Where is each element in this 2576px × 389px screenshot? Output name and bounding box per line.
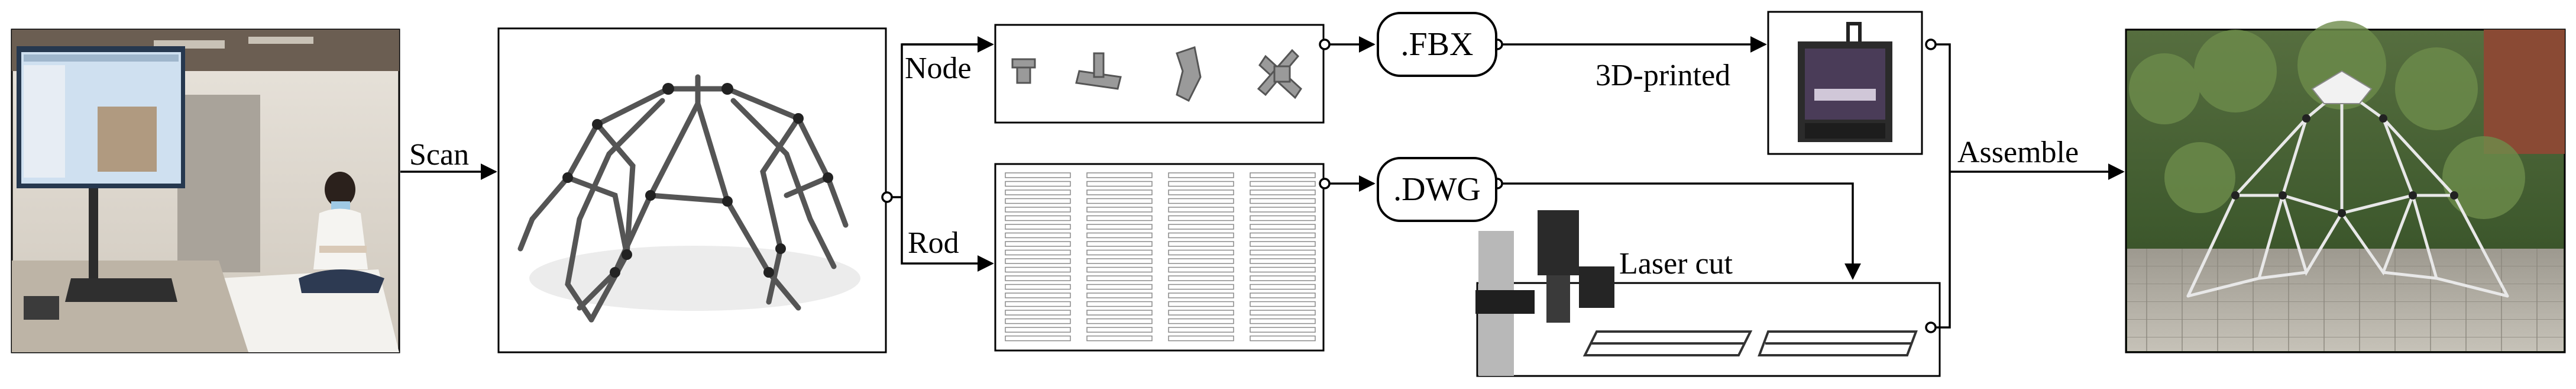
printed-label: 3D-printed [1596, 59, 1731, 92]
rod-strip [1005, 207, 1071, 213]
rod-strip [1168, 275, 1234, 281]
rod-strip [1005, 335, 1071, 342]
rod-strip [1086, 266, 1153, 273]
rod-strip [1168, 241, 1234, 247]
rod-strip [1086, 198, 1153, 204]
rod-strip [1005, 181, 1071, 187]
rod-strip [1168, 198, 1234, 204]
final-structure-photo [2125, 21, 2566, 353]
rod-strip [1168, 335, 1234, 342]
rod-strip [1168, 318, 1234, 324]
rod-strip [1086, 207, 1153, 213]
rod-strip [1086, 284, 1153, 290]
rod-strip [1250, 181, 1316, 187]
scan-label: Scan [409, 138, 470, 172]
rod-strip [1250, 207, 1316, 213]
rod-strip [1005, 292, 1071, 298]
rod-strip [1250, 249, 1316, 256]
node-label: Node [905, 52, 972, 85]
rod-strip [1250, 224, 1316, 230]
rod-strip [1168, 258, 1234, 264]
rod-strip [1086, 275, 1153, 281]
rod-strip [1086, 224, 1153, 230]
rod-strip [1250, 215, 1316, 221]
rod-strip [1086, 301, 1153, 307]
rod-strip [1005, 215, 1071, 221]
rod-strip [1005, 172, 1071, 178]
laser-label: Laser cut [1619, 247, 1733, 281]
rod-strip [1086, 189, 1153, 195]
rod-strip [1250, 258, 1316, 264]
rod-strip [1005, 301, 1071, 307]
rod-strip [1250, 335, 1316, 342]
rod-strip [1168, 189, 1234, 195]
rod-strip [1250, 318, 1316, 324]
rod-strip [1250, 241, 1316, 247]
rod-strip [1005, 284, 1071, 290]
fbx-format-badge: .FBX [1377, 12, 1497, 77]
rod-strip [1086, 318, 1153, 324]
rod-strip [1168, 181, 1234, 187]
rod-strip [1168, 301, 1234, 307]
rod-strip [1086, 241, 1153, 247]
rod-strip [1168, 327, 1234, 333]
rod-strip [1086, 172, 1153, 178]
rod-strip [1250, 327, 1316, 333]
rod-strip [1086, 249, 1153, 256]
rod-strip [1086, 292, 1153, 298]
rod-strip [1005, 310, 1071, 316]
rod-strip [1005, 189, 1071, 195]
rod-strip [1250, 172, 1316, 178]
scan-photo [11, 28, 400, 353]
rod-strip [1168, 266, 1234, 273]
rod-strip [1168, 172, 1234, 178]
rod-strip [1250, 292, 1316, 298]
rod-strip [1168, 224, 1234, 230]
rod-strip [1168, 215, 1234, 221]
connectors [400, 36, 2125, 333]
rod-strip [1250, 310, 1316, 316]
rod-strip [1250, 232, 1316, 239]
rod-label: Rod [908, 226, 959, 260]
rod-strip [1250, 284, 1316, 290]
rod-strip [1250, 266, 1316, 273]
rod-strip [1005, 327, 1071, 333]
model-render [497, 27, 887, 353]
dwg-format-badge: .DWG [1377, 157, 1497, 222]
rod-strip [1005, 241, 1071, 247]
rod-strip [1086, 232, 1153, 239]
rod-strip [1005, 198, 1071, 204]
rod-strip [1086, 258, 1153, 264]
rod-strip [1168, 310, 1234, 316]
rod-strip [1168, 284, 1234, 290]
assemble-label: Assemble [1957, 136, 2079, 169]
rod-strip [1250, 189, 1316, 195]
rod-strip [1168, 292, 1234, 298]
rod-strip [1005, 318, 1071, 324]
rod-strip [1005, 232, 1071, 239]
rod-strip [1250, 198, 1316, 204]
rod-strip [1086, 335, 1153, 342]
rod-strip [1086, 327, 1153, 333]
rod-strip [1086, 215, 1153, 221]
rod-strip [1086, 310, 1153, 316]
rod-strip [1250, 301, 1316, 307]
rod-sheets-panel [994, 163, 1325, 352]
model-out-node [881, 191, 893, 203]
rod-strip [1168, 207, 1234, 213]
rod-strip [1168, 249, 1234, 256]
rod-strip [1250, 275, 1316, 281]
rod-strip [1168, 232, 1234, 239]
rod-strip [1086, 181, 1153, 187]
rod-strip [1005, 224, 1071, 230]
node-parts-panel [994, 24, 1325, 124]
printer-photo [1767, 11, 1923, 155]
laser-cutter-photo [1475, 210, 1941, 377]
